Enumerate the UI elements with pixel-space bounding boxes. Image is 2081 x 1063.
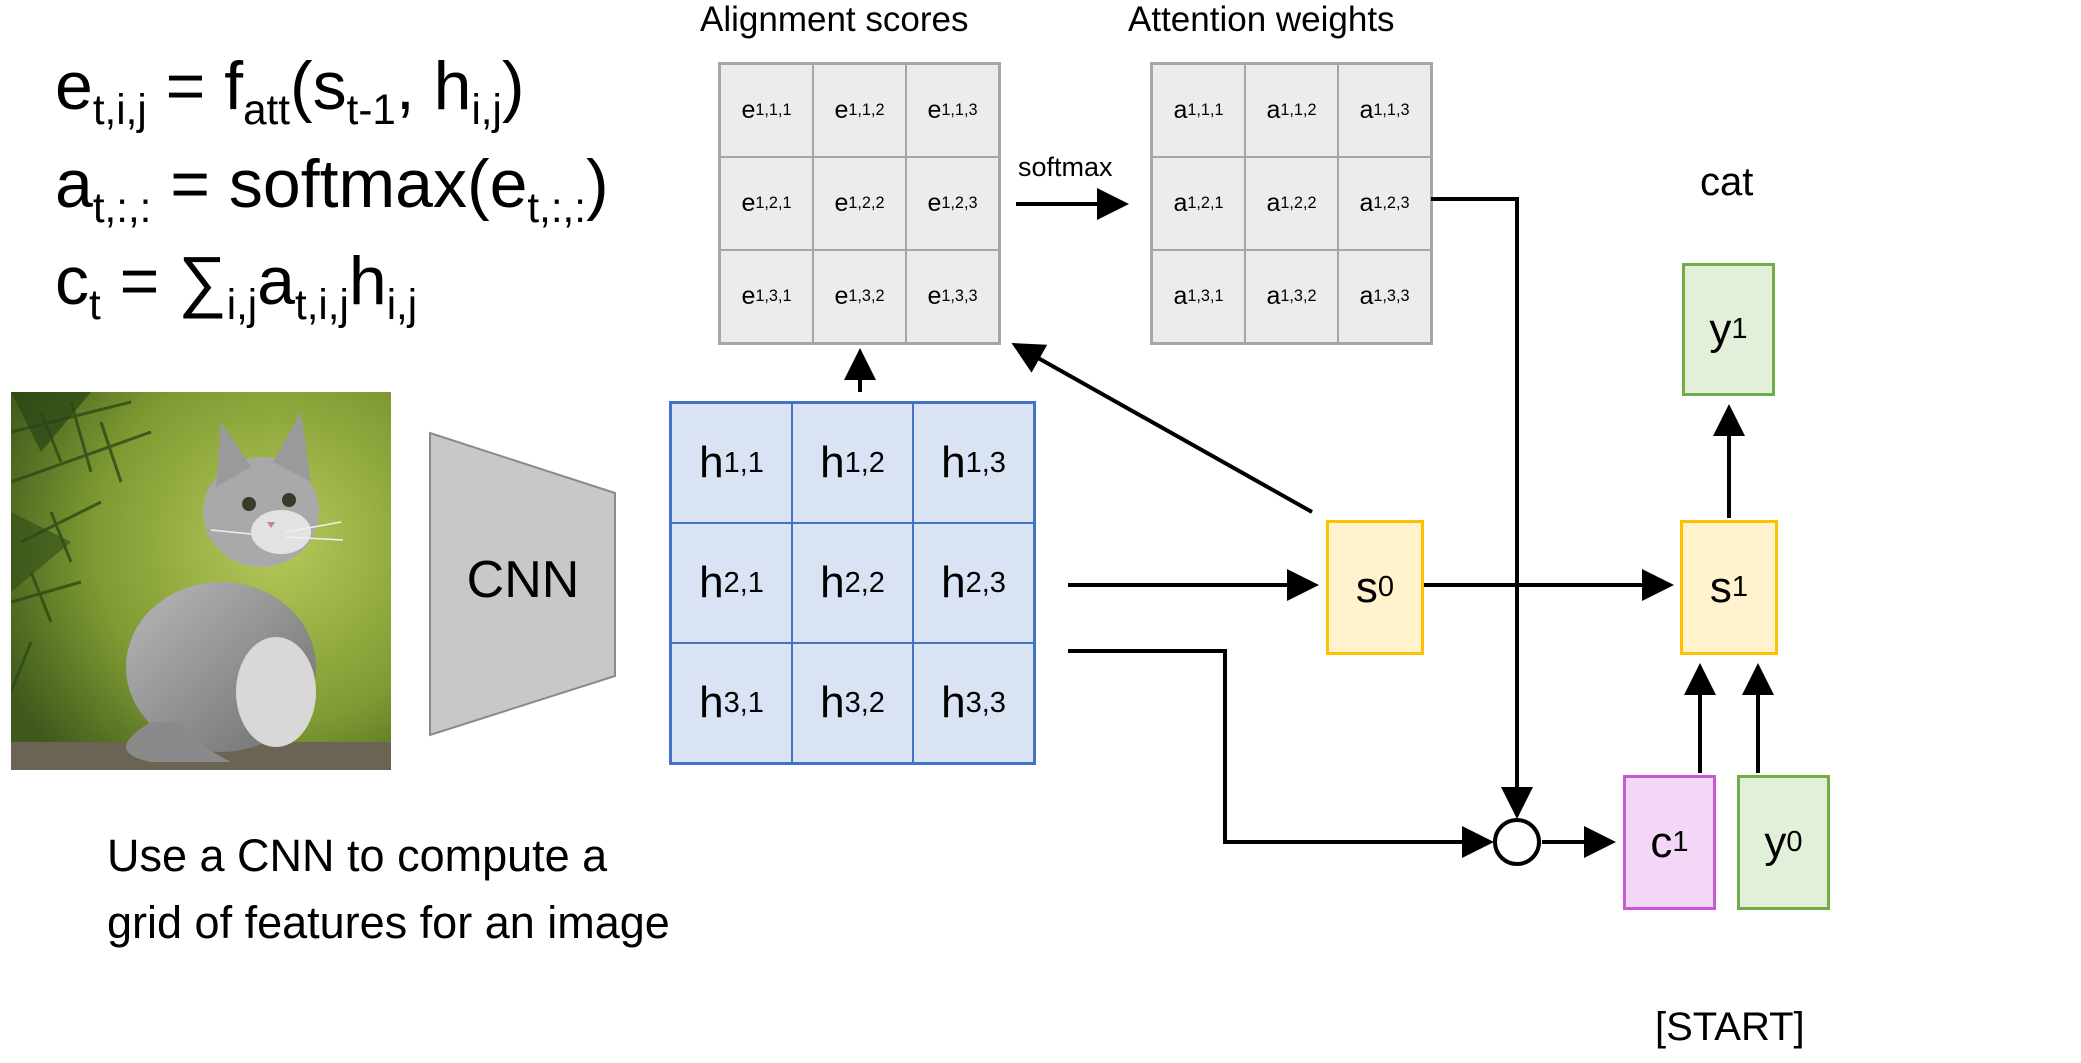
cnn-label: CNN [466, 551, 580, 609]
arrow-attention-to-combine [1431, 197, 1533, 819]
kitten-image [11, 392, 391, 770]
equation-context: ct = ∑i,jat,i,jhi,j [55, 243, 418, 328]
start-token-label: [START] [1655, 1005, 1805, 1049]
combine-circle [1493, 818, 1541, 866]
caption-line-1: Use a CNN to compute a [107, 830, 608, 881]
alignment-scores-title: Alignment scores [700, 0, 969, 39]
arrow-features-to-combine [1068, 649, 1494, 858]
softmax-label: softmax [1018, 152, 1113, 182]
attention-weights-title: Attention weights [1128, 0, 1395, 39]
cnn-caption: Use a CNN to compute a grid of features … [107, 822, 670, 956]
caption-line-2: grid of features for an image [107, 897, 670, 948]
arrow-s0-to-scores [1011, 343, 1313, 514]
equation-softmax: at,:,: = softmax(et,:,:) [55, 146, 609, 231]
cnn-block [429, 431, 616, 737]
output-word-cat: cat [1700, 160, 1754, 204]
equation-alignment: et,i,j = fatt(st-1, hi,j) [55, 48, 525, 133]
